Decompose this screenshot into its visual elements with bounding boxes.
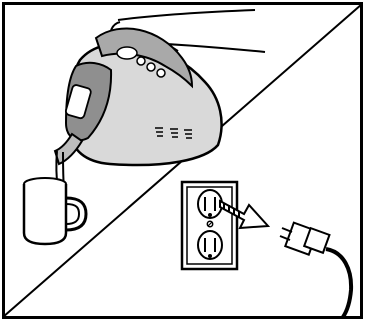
power-button-icon bbox=[117, 47, 137, 59]
indicator-button-icon bbox=[137, 57, 145, 65]
socket-ground-hole bbox=[208, 254, 212, 258]
indicator-button-icon bbox=[157, 69, 165, 77]
wall-outlet-illustration bbox=[182, 182, 237, 269]
socket-ground-hole bbox=[208, 213, 212, 217]
indicator-button-icon bbox=[147, 63, 155, 71]
mug-body bbox=[24, 184, 66, 244]
